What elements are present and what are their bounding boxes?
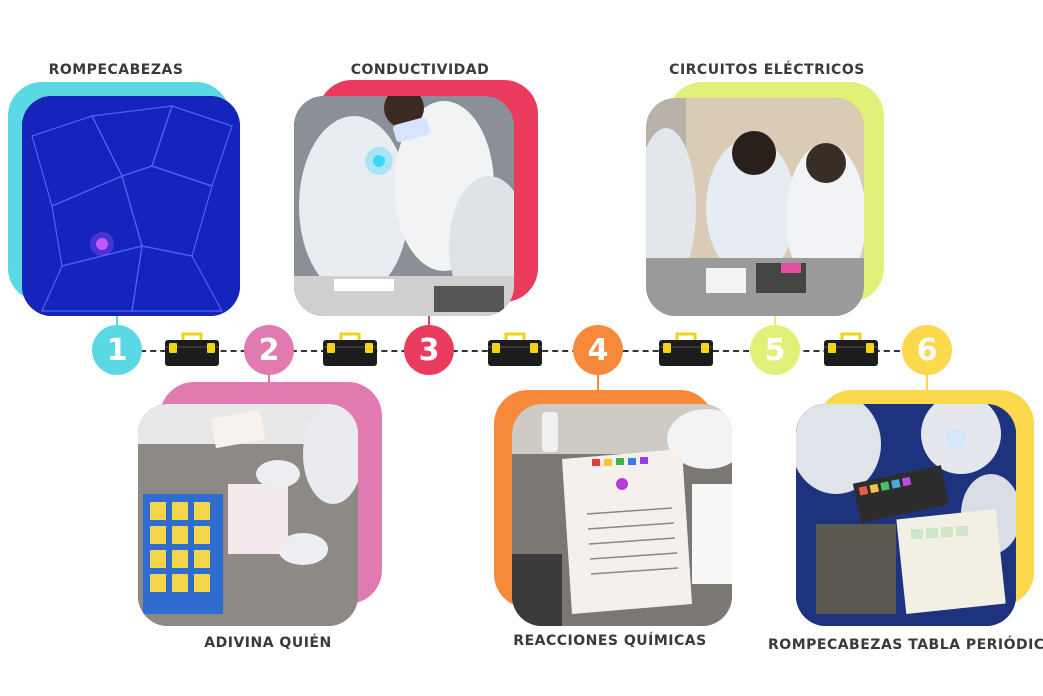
station-6-title: ROMPECABEZAS TABLA PERIÓDICA — [768, 637, 1043, 653]
station-4-connector — [597, 374, 599, 392]
toolbox-icon — [323, 332, 377, 366]
station-1-connector — [116, 316, 118, 328]
station-5-photo — [646, 98, 864, 316]
station-5-connector — [774, 316, 776, 328]
station-4-photo — [512, 404, 732, 626]
station-3-title: CONDUCTIVIDAD — [350, 62, 490, 78]
station-1-title: ROMPECABEZAS — [48, 62, 184, 78]
station-6-connector — [926, 374, 928, 392]
station-1-photo — [22, 96, 240, 316]
station-3-photo — [294, 96, 514, 316]
step-5-badge: 5 — [750, 325, 800, 375]
station-2-connector — [268, 374, 270, 386]
station-2-title: ADIVINA QUIÉN — [204, 635, 332, 651]
step-2-badge: 2 — [244, 325, 294, 375]
toolbox-icon — [824, 332, 878, 366]
station-2-photo — [138, 404, 358, 626]
station-5-title: CIRCUITOS ELÉCTRICOS — [669, 62, 865, 78]
step-6-badge: 6 — [902, 325, 952, 375]
toolbox-icon — [165, 332, 219, 366]
station-4-title: REACCIONES QUÍMICAS — [513, 633, 707, 649]
step-4-badge: 4 — [573, 325, 623, 375]
toolbox-icon — [659, 332, 713, 366]
station-3-connector — [428, 316, 430, 328]
station-6-photo — [796, 404, 1016, 626]
step-1-badge: 1 — [92, 325, 142, 375]
step-3-badge: 3 — [404, 325, 454, 375]
toolbox-icon — [488, 332, 542, 366]
